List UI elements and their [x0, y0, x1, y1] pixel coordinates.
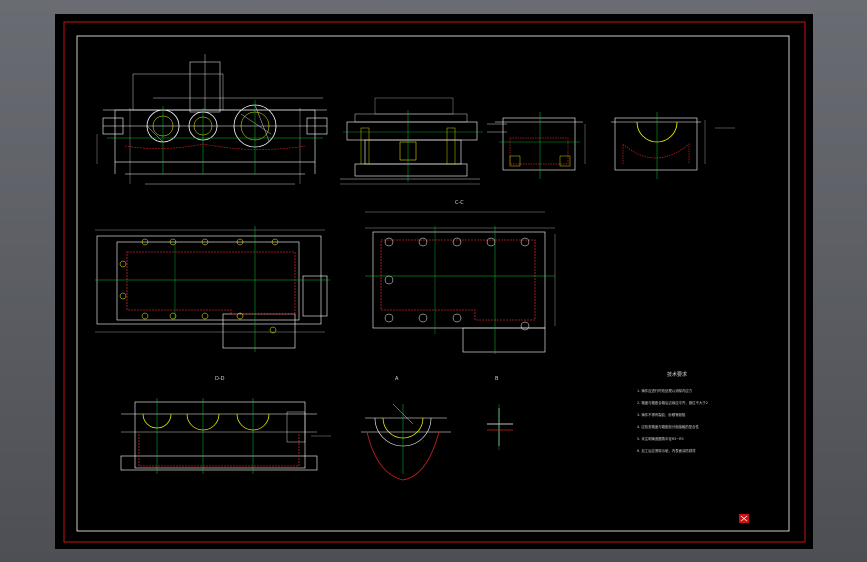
- detail-a-view: [361, 403, 451, 481]
- note-line-6: 6. 加工后应清除污垢，内表面涂防锈漆: [637, 448, 696, 453]
- section-b-label: B: [495, 376, 499, 382]
- watermark-logo: [739, 514, 749, 523]
- section-dd-view: [120, 398, 331, 474]
- front-view-bearing-circles: [107, 100, 323, 174]
- front-view: [96, 54, 328, 185]
- technical-notes: 技术要求 1. 铸件应进行时效处理以消除内应力 2. 箱盖与箱座合箱后边缘应平齐…: [637, 371, 708, 453]
- note-line-4: 4. 应检查箱盖与箱座剖分面接触的密合性: [637, 424, 700, 429]
- section-view-e: [495, 112, 586, 179]
- note-line-3: 3. 铸件不得有裂纹、砂眼等缺陷: [637, 412, 686, 417]
- note-line-1: 1. 铸件应进行时效处理以消除内应力: [637, 388, 693, 393]
- section-cc-bolt-holes: [384, 237, 530, 331]
- section-cc-view: [365, 211, 556, 354]
- notes-heading: 技术要求: [667, 371, 687, 378]
- section-dd-label: D-D: [215, 376, 225, 382]
- section-a-label: A: [395, 376, 399, 382]
- section-view-f: [611, 112, 735, 179]
- note-line-2: 2. 箱盖与箱座合箱后边缘应平齐，错位不大于2: [637, 400, 708, 405]
- top-plan-bolt-holes: [119, 238, 279, 334]
- detail-b-view: [487, 404, 513, 450]
- outer-frame: [63, 21, 806, 543]
- drawing-canvas: C-C: [63, 21, 806, 543]
- note-line-5: 5. 未注明铸造圆角半径R3~R5: [637, 436, 684, 441]
- inner-border: [76, 35, 790, 532]
- section-cc-label: C-C: [455, 200, 464, 206]
- top-plan-view: [95, 226, 330, 352]
- drawing-sheet: C-C: [55, 14, 813, 549]
- side-view: [340, 97, 507, 185]
